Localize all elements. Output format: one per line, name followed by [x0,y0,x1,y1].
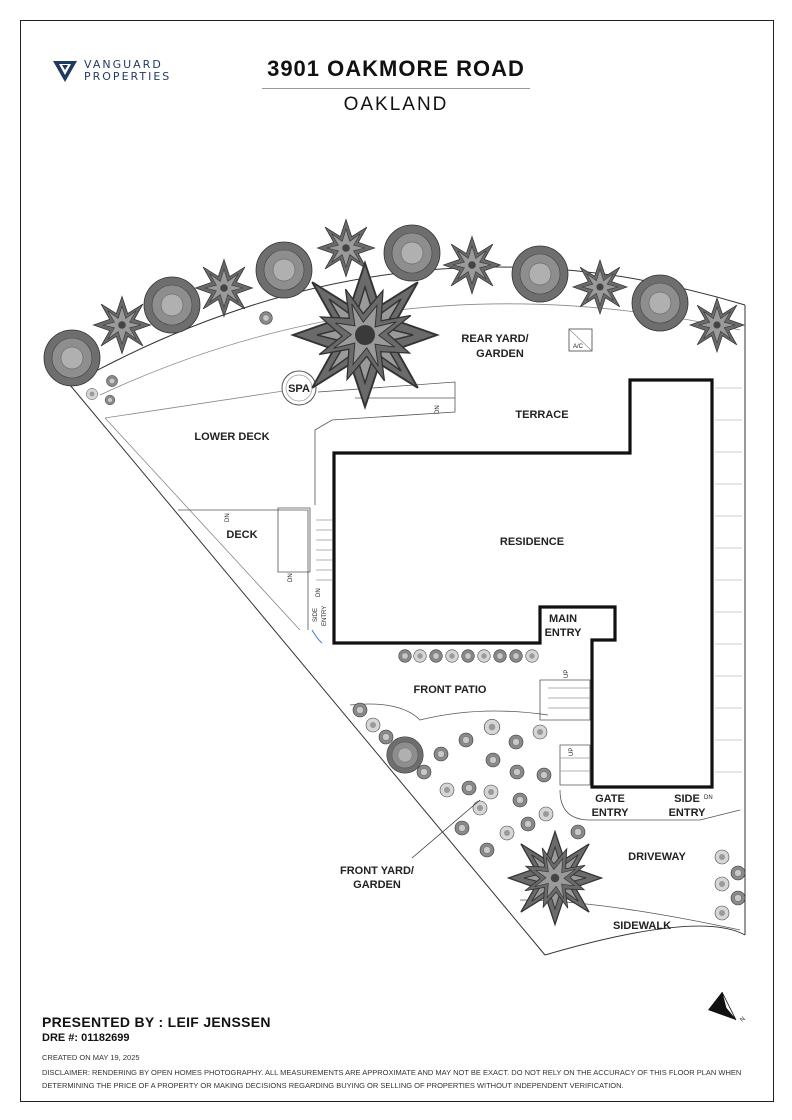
company-logo: VANGUARD PROPERTIES [52,58,171,84]
tree-icon [43,329,101,387]
dre-number: DRE #: 01182699 [42,1032,130,1044]
label-spa: SPA [288,383,310,395]
label-rear-yard-garden: GARDEN [476,348,524,360]
label-lower-deck: LOWER DECK [194,431,269,443]
label-main-entry-1: MAIN [549,613,577,625]
tree-icon [443,236,501,294]
stair-marker-dn: DN [704,795,713,801]
driveway-lines [715,387,742,773]
tree-icon [383,224,441,282]
stair-marker-up: UP [564,670,570,678]
ac-unit [568,328,593,352]
created-date: CREATED ON MAY 19, 2025 [42,1053,140,1062]
north-arrow-icon: N [708,991,747,1024]
label-rear-yard: REAR YARD/ [461,333,528,345]
stair-marker-dn: DN [225,513,231,522]
residence-outline [332,378,714,789]
tree-icon [255,241,313,299]
label-side-entry-right-1: SIDE [674,793,700,805]
spa [281,370,317,406]
logo-line1: VANGUARD [84,58,163,71]
front-hedge [398,649,539,663]
label-front-yard-2: GARDEN [353,879,401,891]
logo-line2: PROPERTIES [84,70,172,83]
label-residence: RESIDENCE [500,536,564,548]
tree-icon [572,259,628,315]
front-yard-leader-line [411,799,481,859]
label-driveway: DRIVEWAY [628,851,686,863]
presented-by: PRESENTED BY : LEIF JENSSEN [42,1014,271,1030]
page-title: 3901 OAKMORE ROAD [267,56,525,81]
tree-icon [195,259,253,317]
stair-marker-dn: DN [288,573,294,582]
large-tree-icon [291,261,439,409]
disclaimer: DISCLAIMER: RENDERING BY OPEN HOMES PHOT… [42,1068,742,1090]
stair-marker-dn: DN [435,405,441,414]
label-side-entry-left-2: ENTRY [322,606,328,626]
label-ac: A/C [573,344,584,350]
tree-icon [689,297,745,353]
tree-icon [143,276,201,334]
door-swing [311,629,323,644]
tree-icon [511,245,569,303]
label-terrace: TERRACE [515,409,568,421]
stair-marker-dn: DN [316,588,322,597]
north-label: N [739,1016,746,1023]
tree-icon [93,296,151,354]
deck-structures [178,381,741,821]
label-main-entry-2: ENTRY [545,627,583,639]
label-front-patio: FRONT PATIO [414,684,487,696]
label-gate-entry-2: ENTRY [592,807,630,819]
stair-marker-up: UP [569,748,575,756]
label-sidewalk: SIDEWALK [613,920,671,932]
tree-icon [631,274,689,332]
page-border [20,20,774,1102]
label-side-entry-left-1: SIDE [313,608,319,622]
title-divider [262,88,530,89]
page-subtitle: OAKLAND [343,94,449,115]
label-gate-entry-1: GATE [595,793,625,805]
logo-mark-icon [53,61,77,82]
front-yard-tree-icon [507,830,603,926]
label-deck: DECK [226,529,257,541]
label-front-yard-1: FRONT YARD/ [340,865,414,877]
label-side-entry-right-2: ENTRY [669,807,707,819]
